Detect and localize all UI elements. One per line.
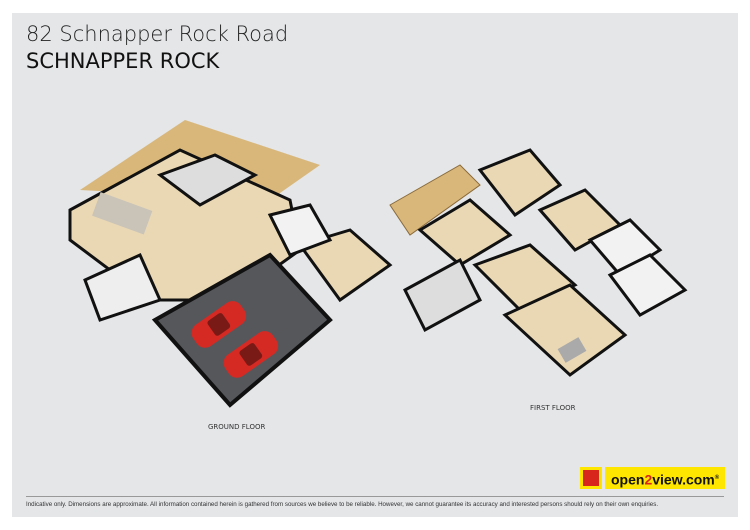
laundry — [83, 253, 163, 322]
bathroom-first — [587, 218, 663, 277]
ground-floor-plan — [68, 120, 393, 408]
master-bedroom — [502, 283, 628, 377]
first-floor-label: FIRST FLOOR — [530, 404, 576, 412]
ensuite — [607, 253, 688, 317]
disclaimer: Indicative only. Dimensions are approxim… — [26, 501, 659, 508]
house-icon — [580, 467, 602, 489]
open2view-logo[interactable]: open2view.com® — [580, 467, 726, 489]
property-address: 82 Schnapper Rock Road — [26, 22, 289, 46]
car — [191, 301, 247, 348]
footer-divider — [26, 496, 724, 497]
sofa — [92, 192, 153, 235]
first-floor-plan — [389, 148, 688, 377]
bedroom-ground — [297, 228, 393, 303]
stairs — [403, 257, 482, 333]
bed — [557, 337, 587, 363]
balcony — [389, 164, 481, 236]
bathroom-ground — [267, 203, 333, 257]
property-suburb: SCHNAPPER ROCK — [26, 49, 220, 73]
garage-floor — [151, 252, 333, 408]
kitchen — [156, 153, 259, 207]
logo-text: open2view.com® — [605, 467, 726, 489]
ground-floor-label: GROUND FLOOR — [208, 423, 266, 431]
lounge-first — [417, 198, 513, 267]
bedroom-1 — [477, 148, 563, 218]
car — [223, 331, 279, 378]
